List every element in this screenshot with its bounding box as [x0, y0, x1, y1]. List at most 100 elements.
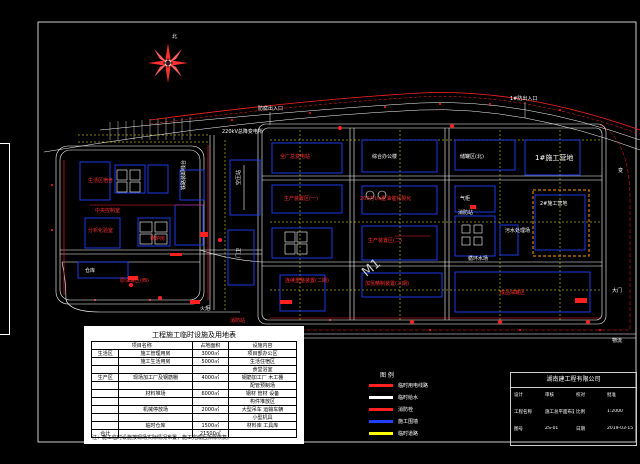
- label-road-sign: 消防站: [230, 317, 245, 324]
- table-cell: 项目部办公区: [228, 349, 297, 358]
- label-west2: 铁路装卸栈台: [180, 160, 187, 190]
- legend-title: 图 例: [380, 372, 394, 379]
- label-main-sub: 全厂总变电站: [280, 153, 310, 160]
- legend-item: 消防栓: [365, 406, 505, 414]
- table-cell: 配管预制场: [228, 381, 297, 390]
- legend-label: 临时给水: [398, 395, 419, 401]
- building-outlines: [77, 139, 591, 313]
- company-name: 湖南建工程有限公司: [511, 373, 636, 388]
- label-ctrl: 中央控制室: [95, 207, 120, 214]
- legend-symbol-icon: [369, 432, 393, 435]
- side-frame-strip: [0, 143, 10, 335]
- table-cell: [118, 397, 193, 406]
- label-dorm: 生活区宿舍: [88, 177, 113, 184]
- title-block-cell: 工程名称: [514, 410, 532, 415]
- legend-item: 临时用电线路: [365, 382, 505, 390]
- legend-symbol-icon: [369, 396, 393, 399]
- table-cell: 5000㎡: [191, 357, 230, 366]
- table-row: 配管预制场: [90, 381, 297, 390]
- table-cell: 3000㎡: [191, 349, 230, 358]
- title-block-cell: 1:2000: [607, 409, 623, 414]
- legend-item: 临时道路: [365, 430, 505, 438]
- table-cell: [90, 357, 120, 366]
- label-air: 空压站: [235, 170, 242, 185]
- table-cell: 6000㎡: [191, 389, 230, 398]
- table-cell: [90, 397, 120, 406]
- table-cell: 材料堆场: [118, 389, 193, 398]
- title-block: 湖南建工程有限公司 设计审核校对批准工程名称施工总平面布置图比例1:2000图号…: [510, 372, 637, 446]
- table-cell: 钢筋加工厂 木工棚: [228, 373, 297, 382]
- table-cell: [118, 413, 193, 422]
- temporary-facilities: [128, 205, 587, 304]
- legend-symbol-icon: [369, 408, 393, 411]
- label-e: 物流: [612, 337, 622, 344]
- table-cell: 小型机具: [228, 413, 297, 422]
- label-fire: 消防站: [458, 209, 473, 216]
- table-cell: 2000㎡: [191, 405, 230, 414]
- tank-details: [116, 165, 483, 255]
- legend: 图 例 临时用电线路临时给水消防栓施工围墙临时道路: [365, 372, 505, 446]
- legend-label: 临时用电线路: [398, 383, 429, 389]
- title-block-cell: 2019-03-15: [607, 426, 634, 431]
- label-plant1: 生产装置区(一): [284, 195, 318, 202]
- table-cell: 施工管理用房: [118, 349, 193, 358]
- table-cell: [191, 381, 230, 390]
- label-west-tank: 原油罐区(西): [120, 277, 149, 284]
- legend-label: 消防栓: [398, 407, 414, 413]
- title-block-cell: 图号: [514, 427, 523, 432]
- title-block-cell: 施工总平面布置图: [545, 410, 574, 415]
- table-cell: 构件堆放区: [228, 397, 297, 406]
- pipe-rack-hatch: [109, 117, 191, 140]
- label-gas: 气柜: [460, 195, 470, 202]
- boundary-line: [149, 92, 640, 131]
- label-tank: 储罐区(北): [460, 153, 484, 160]
- label-lab: 分析化验室: [88, 227, 113, 234]
- label-cont: 大门: [612, 287, 622, 294]
- drawing-frame: [37, 21, 637, 443]
- label-hydro: 加氢精制装置(三期): [365, 280, 409, 287]
- title-block-cell: 审核: [545, 393, 554, 398]
- table-cell: [228, 429, 297, 438]
- legend-symbol-icon: [369, 384, 393, 387]
- table-row: 构件堆放区: [90, 397, 297, 406]
- table-cell: 生活区: [90, 349, 120, 358]
- schedule-header-row: 项目名称 占地面积 设施内容: [91, 341, 297, 350]
- highway-line: [99, 102, 640, 141]
- label-workshop1: 1#施工营地: [535, 153, 573, 162]
- label-boiler: 锅炉房: [150, 235, 165, 242]
- fire-hydrant-icons: [129, 124, 590, 324]
- schedule-header: 项目名称: [91, 341, 193, 350]
- label-water: 污水处理场: [505, 227, 530, 234]
- label-extra: 变: [618, 167, 623, 174]
- label-cool: 循环水场: [468, 255, 488, 262]
- north-compass-icon: 北: [148, 33, 188, 83]
- label-220kv: 220kV总降变电所: [222, 128, 263, 135]
- table-cell: [191, 397, 230, 406]
- title-block-cell: 设计: [514, 393, 523, 398]
- table-cell: [90, 421, 120, 430]
- label-reform: 连续重整装置(二期): [285, 277, 329, 284]
- table-cell: [90, 365, 120, 374]
- table-cell: 生产区: [90, 373, 120, 382]
- label-storage: 成品油罐区: [500, 289, 525, 296]
- table-cell: [90, 389, 120, 398]
- table-cell: [118, 365, 193, 374]
- label-office: 综合办公楼: [372, 153, 397, 160]
- table-cell: 现场加工厂及钢筋棚: [118, 373, 193, 382]
- table-cell: [191, 413, 230, 422]
- site-boundary-right: [260, 124, 631, 331]
- title-block-cell: ZS-01: [545, 426, 559, 431]
- temporary-site-boundary: [532, 189, 590, 257]
- table-cell: [90, 405, 120, 414]
- temp-power-lines: [63, 145, 600, 319]
